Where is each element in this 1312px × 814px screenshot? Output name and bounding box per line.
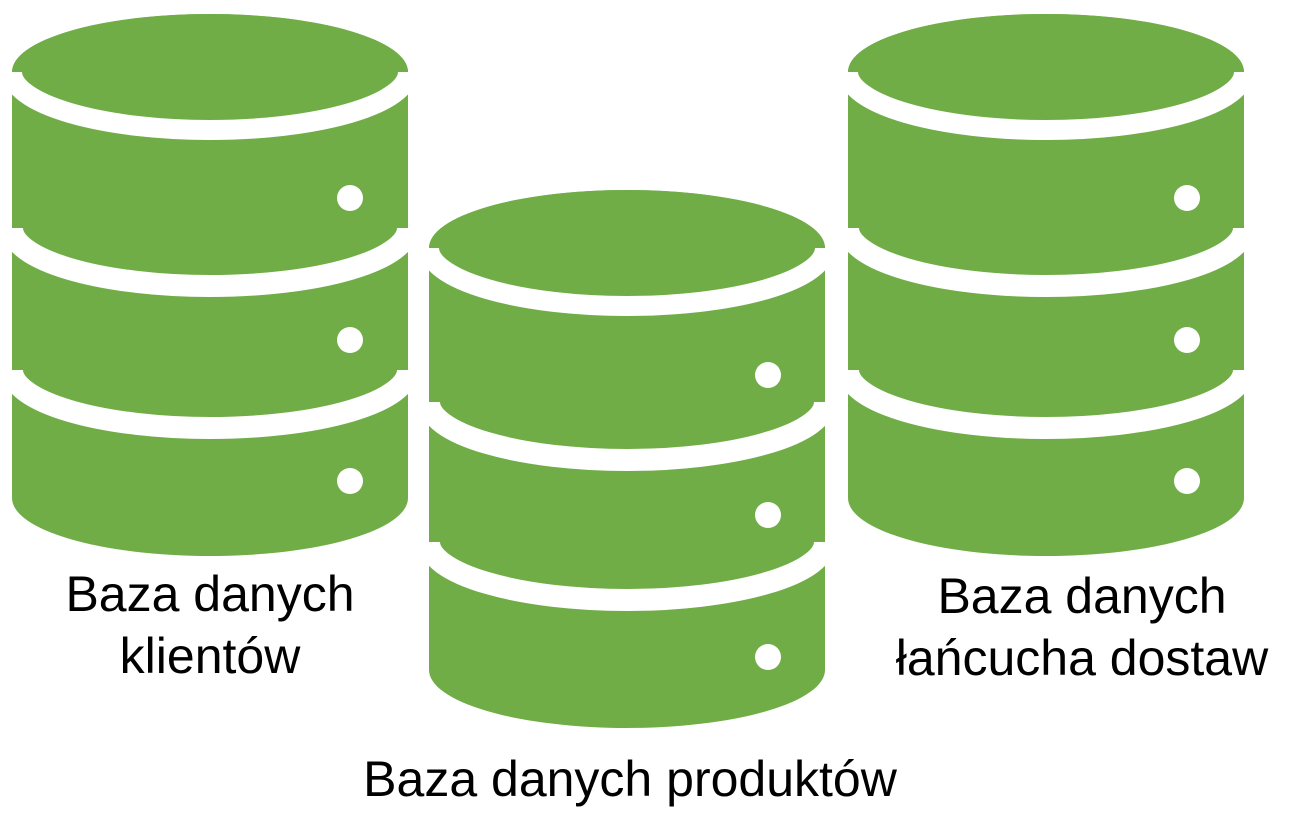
separator-band [2, 71, 418, 140]
indicator-dot [1174, 327, 1200, 353]
indicator-dot [337, 327, 363, 353]
separator-band [1, 369, 419, 439]
supply-chain-database-label: Baza danych łańcucha dostaw [858, 565, 1306, 689]
product-database-icon [418, 190, 836, 728]
separator-band [837, 369, 1255, 439]
product-database-label-text: Baza danych produktów [363, 751, 897, 807]
separator-band [838, 71, 1254, 140]
cylinder-top [12, 14, 408, 130]
indicator-dot [337, 468, 363, 494]
customer-database-label: Baza danych klientów [10, 563, 410, 687]
cylinder-top [429, 190, 825, 306]
separator-band [837, 227, 1255, 297]
supply-chain-database-label-line1: Baza danych [937, 568, 1227, 624]
separator-band [418, 401, 836, 471]
cylinder-top [848, 14, 1244, 130]
indicator-dot [1174, 468, 1200, 494]
separator-band [418, 541, 836, 611]
supply-chain-database-icon [837, 14, 1255, 556]
indicator-dot [755, 502, 781, 528]
product-database-label: Baza danych produktów [290, 748, 970, 810]
indicator-dot [755, 362, 781, 388]
customer-database-label-line1: Baza danych [65, 566, 355, 622]
separator-band [1, 227, 419, 297]
indicator-dot [1174, 185, 1200, 211]
separator-band [419, 247, 835, 316]
customer-database-label-line2: klientów [119, 628, 301, 684]
customer-database-icon [1, 14, 419, 556]
indicator-dot [337, 185, 363, 211]
indicator-dot [755, 644, 781, 670]
supply-chain-database-label-line2: łańcucha dostaw [895, 630, 1269, 686]
